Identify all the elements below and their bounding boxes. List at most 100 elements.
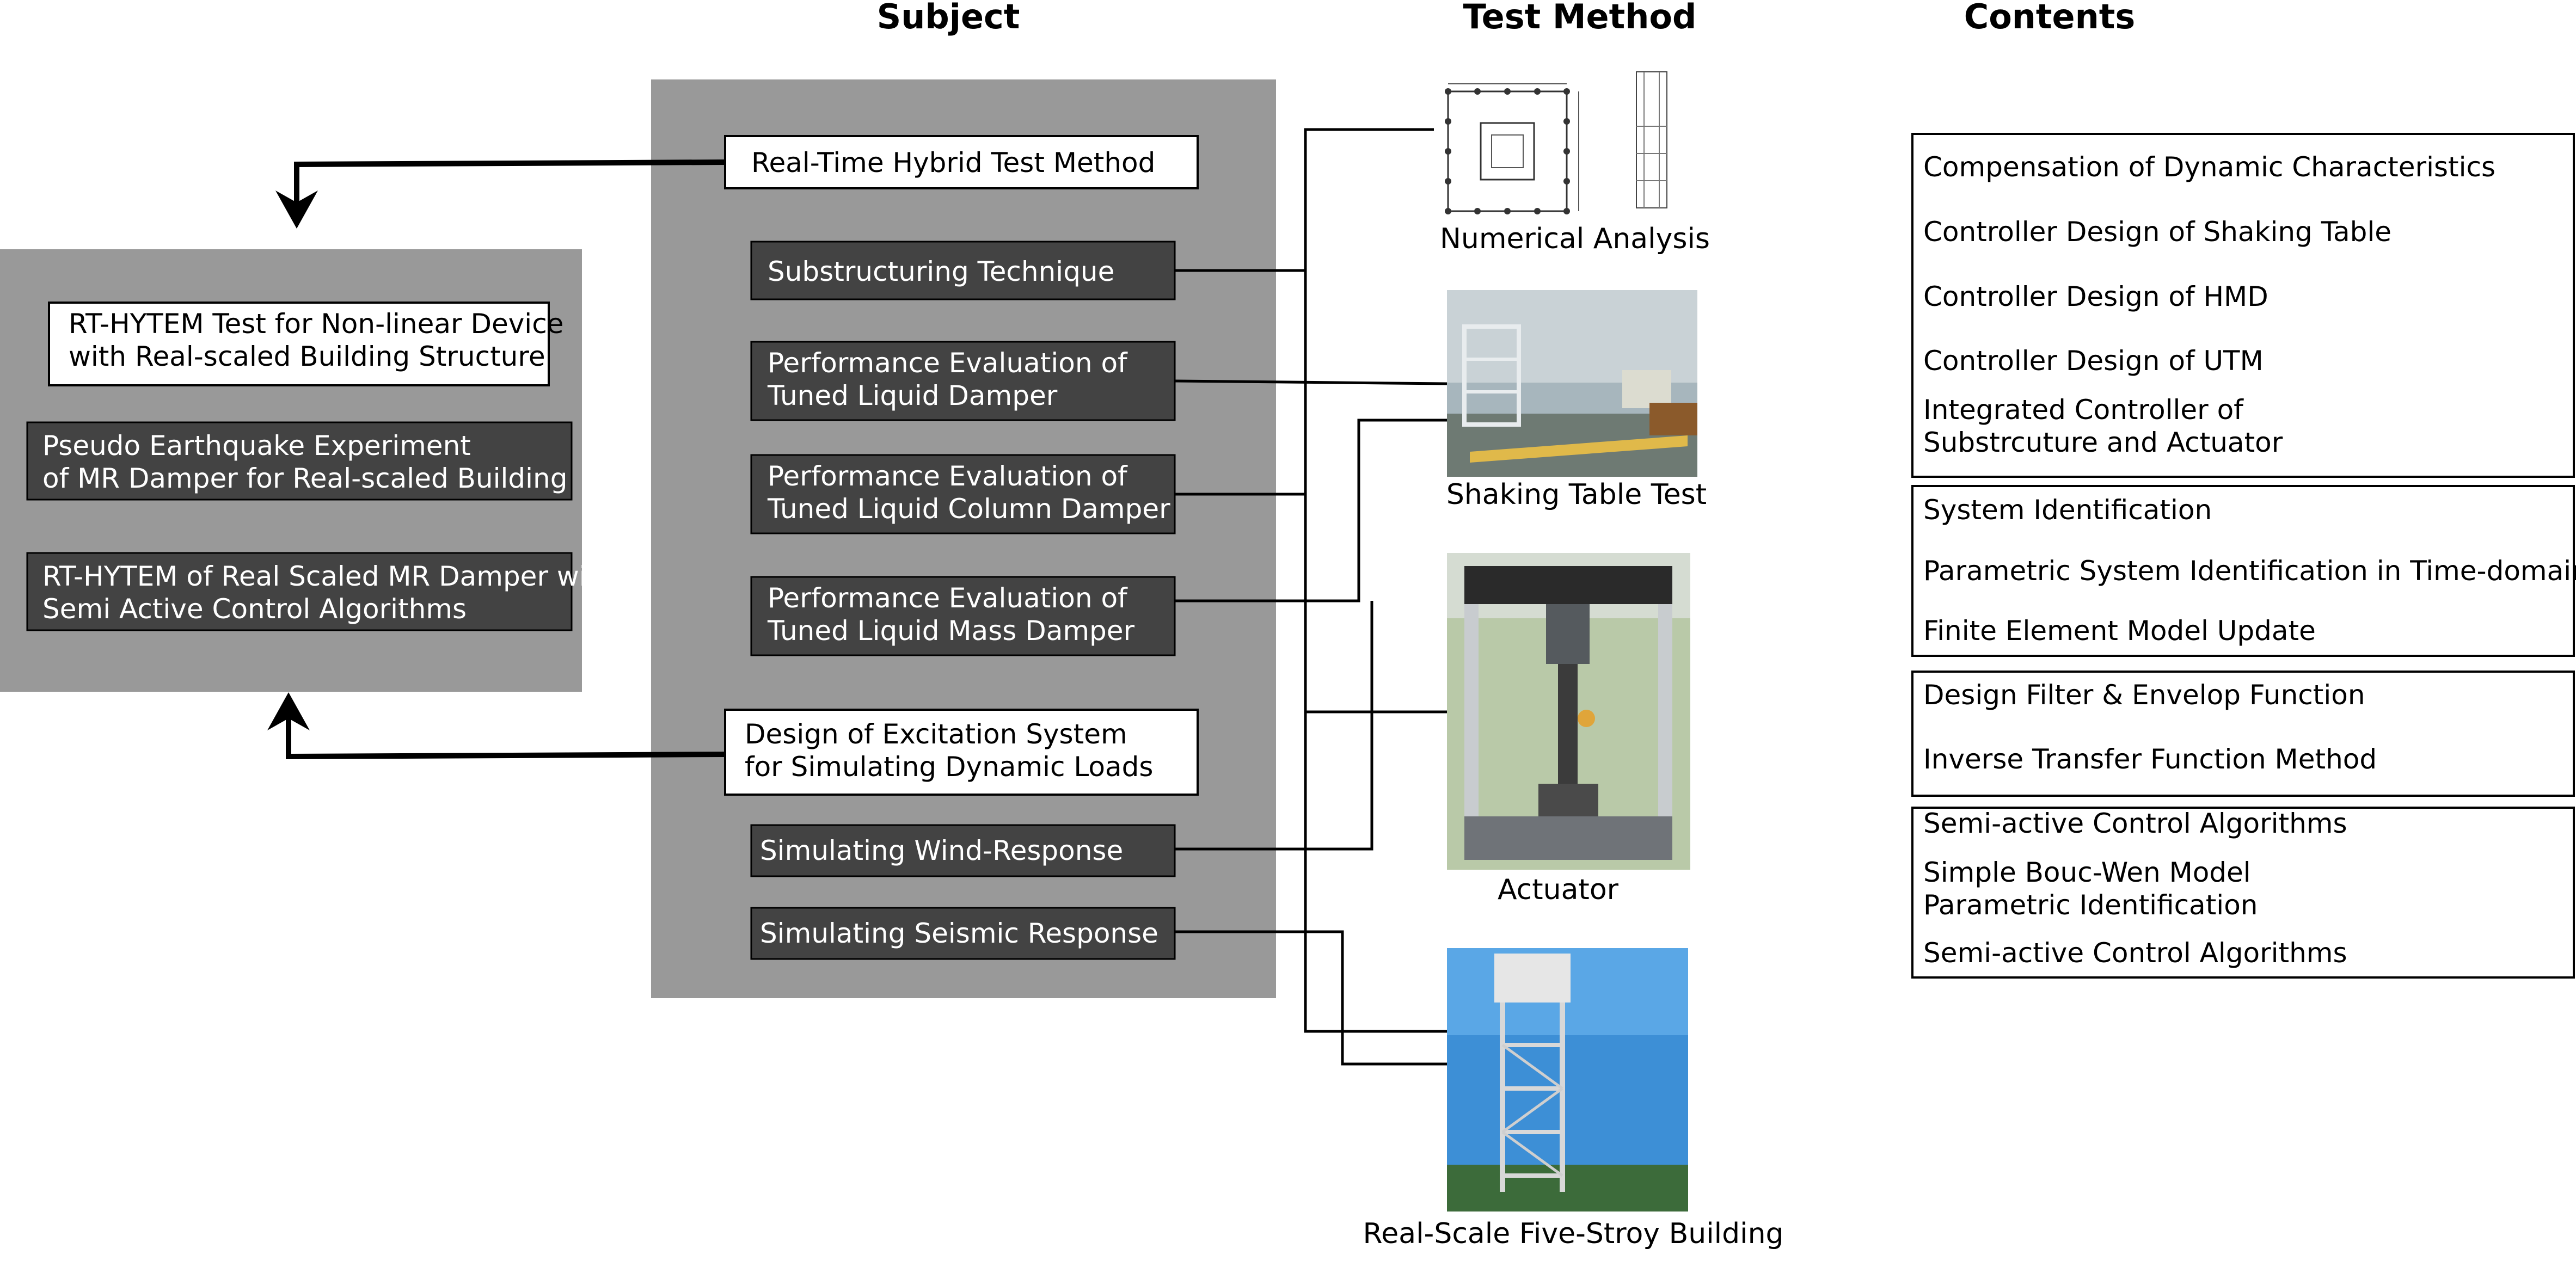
box-line: Semi Active Control Algorithms (42, 593, 467, 625)
svg-text:Performance Evaluation of: Performance Evaluation of (768, 460, 1128, 492)
svg-text:Semi-active Control Algorithms: Semi-active Control Algorithms (1923, 808, 2347, 839)
svg-text:Performance Evaluation of: Performance Evaluation of (768, 582, 1128, 614)
arrow-to-left-top (275, 159, 726, 229)
box-line: Simulating Wind-Response (760, 835, 1123, 866)
subject-box-real-time-hybrid: Real-Time Hybrid Test Method (724, 135, 1199, 189)
svg-text:Semi Active Control Algorithms: Semi Active Control Algorithms (42, 593, 467, 625)
subject-box-substructuring: Substructuring Technique (750, 241, 1176, 300)
content-item: Semi-active Control Algorithms (1923, 937, 2347, 969)
subject-box-wind-response: Simulating Wind-Response (750, 824, 1176, 877)
svg-text:Tuned Liquid Column Damper: Tuned Liquid Column Damper (767, 493, 1170, 525)
svg-text:System Identification: System Identification (1923, 494, 2212, 526)
content-item: Parametric System Identification in Time… (1923, 555, 2576, 587)
connector-tld-shaking (1174, 379, 1448, 385)
content-item: Compensation of Dynamic Characteristics (1923, 151, 2495, 183)
contents-group-4: Semi-active Control Algorithms Simple Bo… (1911, 807, 2575, 979)
caption-actuator: Actuator (1498, 874, 1619, 906)
svg-text:Design Filter & Envelop Functi: Design Filter & Envelop Function (1923, 679, 2365, 711)
shaking-table-photo (1447, 290, 1697, 477)
subject-box-seismic-response: Simulating Seismic Response (750, 907, 1176, 960)
subject-box-tlmd: Performance Evaluation of Tuned Liquid M… (750, 576, 1176, 656)
svg-text:Controller Design of HMD: Controller Design of HMD (1923, 281, 2268, 312)
connector-seismic (1175, 930, 1447, 1066)
content-item: Substrcuture and Actuator (1923, 427, 2283, 458)
box-line: RT-HYTEM Test for Non-linear Device (69, 308, 563, 340)
content-item: Inverse Transfer Function Method (1923, 743, 2377, 775)
svg-text:Parametric System Identificati: Parametric System Identification in Time… (1923, 555, 2576, 587)
svg-text:of MR Damper for Real-scaled B: of MR Damper for Real-scaled Building (42, 463, 567, 494)
svg-text:Tuned Liquid Damper: Tuned Liquid Damper (767, 380, 1058, 411)
box-line: for Simulating Dynamic Loads (745, 751, 1153, 783)
header-subject: Subject (877, 0, 1020, 36)
content-item: Controller Design of UTM (1923, 345, 2264, 377)
header-test-method: Test Method (1463, 0, 1697, 36)
box-line: RT-HYTEM of Real Scaled MR Damper with (42, 561, 615, 592)
content-item: Semi-active Control Algorithms (1923, 808, 2347, 839)
svg-text:Substrcuture and Actuator: Substrcuture and Actuator (1923, 427, 2283, 458)
left-box-pseudo-earthquake: Pseudo Earthquake Experiment of MR Dampe… (26, 421, 573, 501)
content-item: Parametric Identification (1923, 889, 2258, 921)
svg-text:Simulating Wind-Response: Simulating Wind-Response (760, 835, 1123, 866)
content-item: Design Filter & Envelop Function (1923, 679, 2365, 711)
svg-text:Substructuring Technique: Substructuring Technique (768, 256, 1114, 287)
building-photo (1447, 948, 1688, 1211)
box-line: Performance Evaluation of (768, 460, 1128, 492)
caption-building: Real-Scale Five-Stroy Building (1363, 1217, 1783, 1250)
svg-text:for Simulating Dynamic Loads: for Simulating Dynamic Loads (745, 751, 1153, 783)
box-line: Substructuring Technique (768, 256, 1114, 287)
box-line: Performance Evaluation of (768, 347, 1128, 379)
numerical-analysis-drawing (1434, 71, 1741, 218)
contents-group-1: Compensation of Dynamic Characteristics … (1911, 133, 2575, 478)
content-item: Simple Bouc-Wen Model (1923, 857, 2251, 888)
left-box-rt-hytem-mr-damper: RT-HYTEM of Real Scaled MR Damper with S… (26, 552, 615, 631)
box-line: Design of Excitation System (745, 718, 1127, 750)
box-line: Tuned Liquid Damper (767, 380, 1058, 411)
box-line: Simulating Seismic Response (760, 918, 1158, 949)
contents-group-2: System Identification Parametric System … (1911, 485, 2576, 657)
svg-text:RT-HYTEM of Real Scaled MR Dam: RT-HYTEM of Real Scaled MR Damper with (42, 561, 615, 592)
actuator-photo (1447, 553, 1690, 870)
svg-text:Tuned Liquid Mass Damper: Tuned Liquid Mass Damper (767, 615, 1135, 647)
connector-building-bus (1304, 494, 1447, 1033)
content-item: System Identification (1923, 494, 2212, 526)
box-line: Real-Time Hybrid Test Method (751, 147, 1155, 179)
content-item: Finite Element Model Update (1923, 615, 2316, 647)
svg-text:Integrated Controller of: Integrated Controller of (1923, 394, 2244, 426)
svg-text:Controller Design of Shaking T: Controller Design of Shaking Table (1923, 216, 2391, 248)
box-line: of MR Damper for Real-scaled Building (42, 463, 567, 494)
subject-box-excitation-system: Design of Excitation System for Simulati… (724, 709, 1199, 796)
svg-text:Real-Time Hybrid Test Method: Real-Time Hybrid Test Method (751, 147, 1155, 179)
svg-text:Compensation of Dynamic Charac: Compensation of Dynamic Characteristics (1923, 151, 2495, 183)
connector-wind (1175, 601, 1373, 851)
svg-text:Parametric Identification: Parametric Identification (1923, 889, 2258, 921)
svg-text:Inverse Transfer Function Meth: Inverse Transfer Function Method (1923, 743, 2377, 775)
content-item: Controller Design of Shaking Table (1923, 216, 2391, 248)
caption-numerical-analysis: Numerical Analysis (1440, 223, 1710, 255)
svg-text:Controller Design of UTM: Controller Design of UTM (1923, 345, 2264, 377)
svg-text:Simulating Seismic Response: Simulating Seismic Response (760, 918, 1158, 949)
svg-text:with Real-scaled Building Stru: with Real-scaled Building Structure (69, 341, 545, 372)
svg-text:Pseudo Earthquake Experiment: Pseudo Earthquake Experiment (42, 430, 471, 462)
box-line: with Real-scaled Building Structure (69, 341, 545, 372)
svg-text:Simple Bouc-Wen Model: Simple Bouc-Wen Model (1923, 857, 2251, 888)
content-item: Controller Design of HMD (1923, 281, 2268, 312)
left-box-rt-hytem-test: RT-HYTEM Test for Non-linear Device with… (48, 302, 563, 386)
box-line: Tuned Liquid Column Damper (767, 493, 1170, 525)
svg-text:Design of Excitation System: Design of Excitation System (745, 718, 1127, 750)
content-item: Integrated Controller of (1923, 394, 2244, 426)
caption-shaking-table: Shaking Table Test (1446, 478, 1707, 511)
box-line: Performance Evaluation of (768, 582, 1128, 614)
svg-text:RT-HYTEM Test for Non-linear D: RT-HYTEM Test for Non-linear Device (69, 308, 563, 340)
svg-text:Performance Evaluation of: Performance Evaluation of (768, 347, 1128, 379)
subject-box-tlcd: Performance Evaluation of Tuned Liquid C… (750, 454, 1176, 534)
svg-text:Semi-active Control Algorithms: Semi-active Control Algorithms (1923, 937, 2347, 969)
box-line: Pseudo Earthquake Experiment (42, 430, 471, 462)
svg-text:Finite Element Model Update: Finite Element Model Update (1923, 615, 2316, 647)
subject-box-tld: Performance Evaluation of Tuned Liquid D… (750, 341, 1176, 421)
contents-group-3: Design Filter & Envelop Function Inverse… (1911, 671, 2575, 797)
header-contents: Contents (1964, 0, 2136, 36)
arrow-to-left-bottom (267, 692, 726, 760)
connector-numerical (1304, 128, 1434, 494)
box-line: Tuned Liquid Mass Damper (767, 615, 1135, 647)
